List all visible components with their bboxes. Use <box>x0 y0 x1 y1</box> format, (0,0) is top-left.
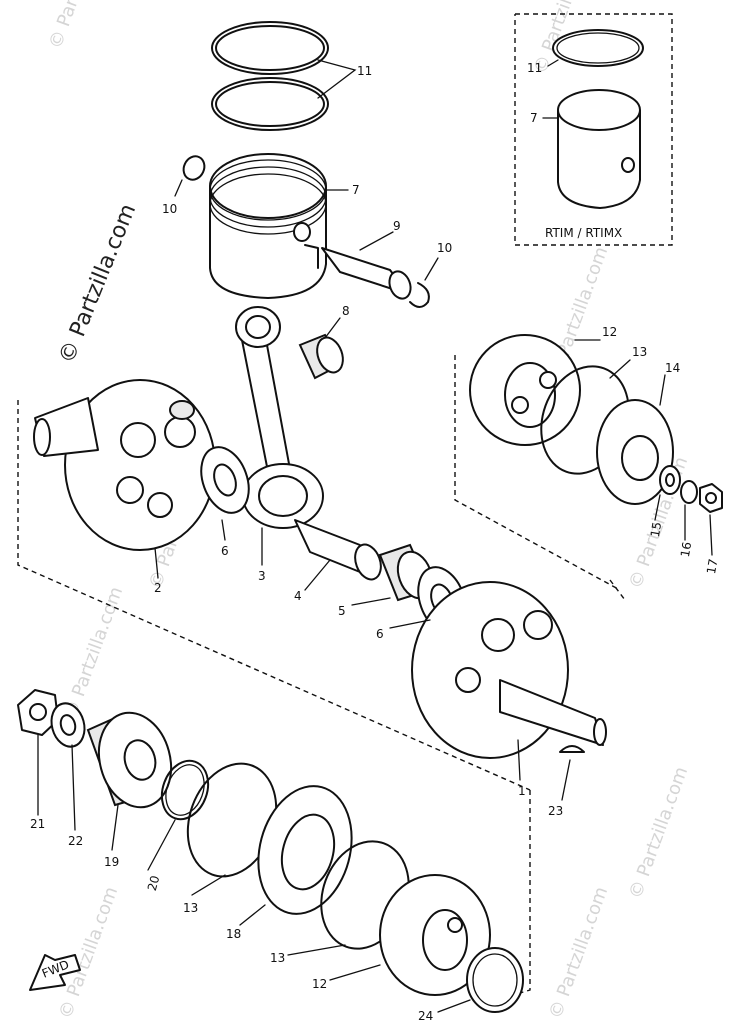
callout-label: 18 <box>226 927 241 941</box>
watermark-faint: © Partzilla.com <box>625 764 692 902</box>
callout-label: 12 <box>312 977 327 991</box>
nut-17 <box>699 483 723 513</box>
watermark-main: © Partzilla.com <box>54 200 141 367</box>
callout-label: 21 <box>30 817 45 831</box>
callout-label: 5 <box>338 604 346 618</box>
lock-washer-16 <box>680 480 698 504</box>
callout-label: 13 <box>270 951 285 965</box>
callout-label: 24 <box>418 1009 433 1023</box>
bearing-right <box>469 334 581 446</box>
leader-lines <box>37 339 713 1013</box>
circlip-20 <box>160 759 210 821</box>
callout-label: 15 <box>648 521 664 538</box>
connecting-rod <box>235 306 324 529</box>
piston-ring-upper <box>211 21 329 75</box>
callout-label: 17 <box>704 558 720 575</box>
callout-label: 16 <box>678 541 694 558</box>
callout-label: 20 <box>145 874 162 892</box>
callout-label: 23 <box>548 804 563 818</box>
variant-box: RTIM / RTIMX <box>514 13 673 246</box>
watermark-faint: © Partzilla.com <box>60 584 127 722</box>
callout-label: 2 <box>154 581 162 595</box>
callout-label: 11 <box>357 64 372 78</box>
primary-drive-gear <box>86 711 173 809</box>
piston-clip-right <box>409 282 430 308</box>
bearing-12-lower <box>379 874 491 996</box>
piston <box>209 153 327 299</box>
watermark-faint: © Partzilla.com <box>55 884 122 1022</box>
callout-label: 7 <box>352 183 360 197</box>
fwd-arrow: FWD <box>29 954 81 991</box>
nut-21 <box>17 689 59 736</box>
callout-label: 3 <box>258 569 266 583</box>
oil-seal-18 <box>257 785 353 915</box>
crank-washer-left <box>200 446 250 514</box>
callout-label: 12 <box>602 325 617 339</box>
washer-15 <box>659 465 681 495</box>
callout-label: 13 <box>632 345 647 359</box>
callout-label: 9 <box>393 219 401 233</box>
shim-24 <box>466 947 524 1013</box>
oil-seal-right <box>596 399 674 505</box>
callout-label: 8 <box>342 304 350 318</box>
callout-label: 1 <box>518 784 526 798</box>
callout-labels: 11 7 10 9 10 8 11 7 12 13 14 15 16 17 6 … <box>30 61 721 1023</box>
variant-box-title: RTIM / RTIMX <box>545 226 622 240</box>
callout-label: 10 <box>162 202 177 216</box>
callout-label: 7 <box>530 111 538 125</box>
piston-clip-left <box>182 155 206 181</box>
callout-label: 13 <box>183 901 198 915</box>
piston-pin <box>321 247 412 300</box>
crank-wheel-right <box>411 581 607 759</box>
washer-22 <box>50 702 86 748</box>
callout-label: 19 <box>104 855 119 869</box>
woodruff-key <box>559 745 585 753</box>
piston-ring-lower <box>211 77 329 131</box>
callout-label: 4 <box>294 589 302 603</box>
watermark-faint: © Partzilla.com <box>45 0 112 52</box>
callout-label: 22 <box>68 834 83 848</box>
callout-label: 11 <box>527 61 542 75</box>
watermark-faint: © Partzilla.com <box>545 884 612 1022</box>
callout-label: 14 <box>665 361 680 375</box>
callout-label: 6 <box>221 544 229 558</box>
crank-wheel-left <box>33 379 216 551</box>
crank-pin <box>294 519 382 581</box>
callout-label: 10 <box>437 241 452 255</box>
callout-label: 6 <box>376 627 384 641</box>
small-end-bearing <box>298 333 344 380</box>
